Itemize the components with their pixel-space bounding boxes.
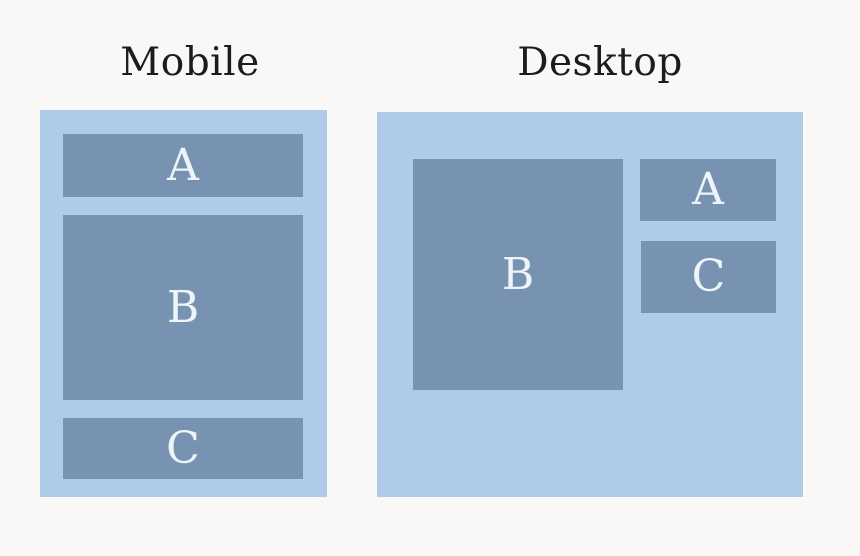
desktop-panel-title: Desktop — [517, 40, 683, 85]
mobile-layout-container: A B C — [40, 110, 327, 497]
desktop-box-a: A — [640, 159, 776, 221]
mobile-box-b: B — [63, 215, 303, 400]
desktop-box-b: B — [413, 159, 623, 390]
desktop-layout-container: B A C — [377, 112, 803, 497]
mobile-panel-title: Mobile — [120, 40, 260, 85]
mobile-box-a: A — [63, 134, 303, 197]
desktop-box-c: C — [641, 241, 776, 313]
mobile-box-c: C — [63, 418, 303, 479]
